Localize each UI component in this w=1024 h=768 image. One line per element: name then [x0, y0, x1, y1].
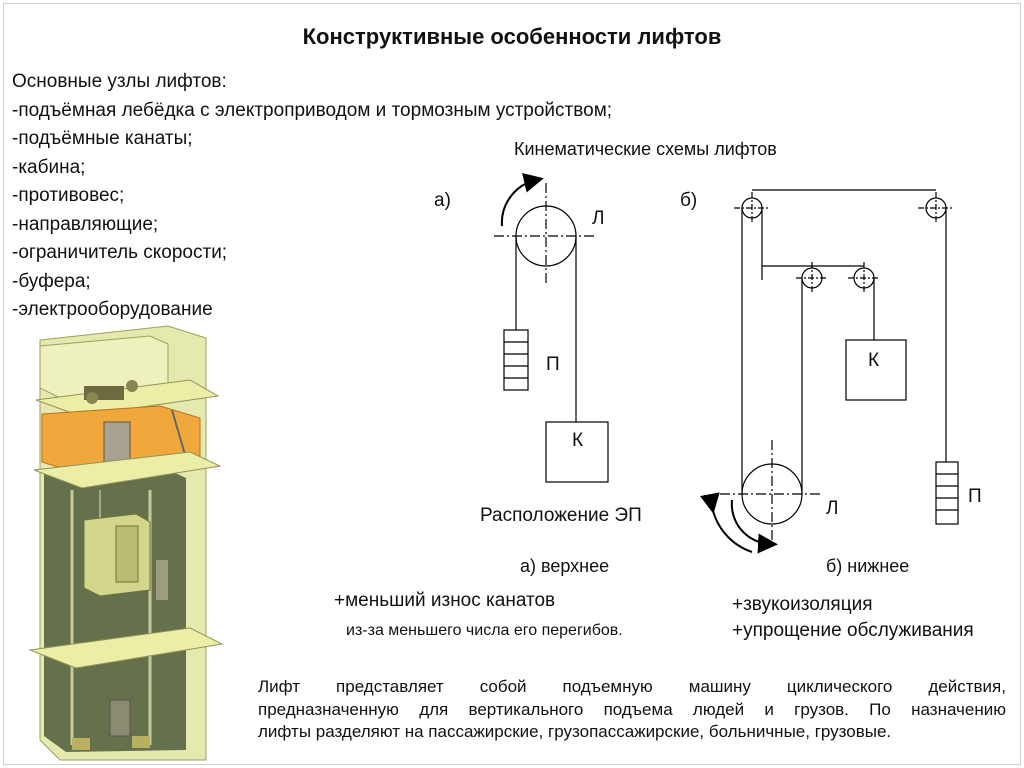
list-item: -подъёмные канаты; [12, 128, 193, 149]
description-line-2: предназначенную для вертикального подъем… [258, 699, 1006, 722]
top-drive-note: из-за меньшего числа его перегибов. [346, 622, 623, 639]
list-item: -противовес; [12, 185, 125, 206]
list-item: -направляющие; [12, 213, 159, 235]
word: и [764, 699, 774, 719]
drive-location-title: Расположение ЭП [480, 505, 642, 526]
rotation-arrow-b [699, 492, 753, 553]
word: подъема [603, 699, 673, 719]
winch-drum [86, 392, 98, 404]
word: циклического [786, 677, 893, 696]
scheme-b-tag: б) [680, 190, 698, 211]
cabin-b [845, 339, 907, 401]
counterweight-b [935, 461, 959, 525]
counterweight-label-a: П [546, 354, 560, 375]
machine-room-floor [35, 379, 220, 417]
pulley-label-a: Л [592, 208, 605, 229]
cabin-door [115, 525, 139, 583]
counterweight-a [503, 329, 529, 391]
scheme-a-tag: а) [434, 190, 451, 211]
rotation-arrow-b-inner [730, 499, 778, 554]
list-item: -подъёмная лебёдка с электроприводом и т… [12, 99, 613, 121]
slide-title: Конструктивные особенности лифтов [302, 24, 722, 49]
floor-slab [33, 451, 222, 489]
word: подъемную [562, 677, 653, 696]
winch-pulley [126, 380, 138, 392]
bottom-drive-advantage-2: +упрощение обслуживания [732, 620, 974, 641]
list-item: -буфера; [12, 270, 91, 292]
floor-slab [28, 627, 224, 669]
word: Лифт [258, 677, 301, 696]
elevator-description: Лифт представляет собой подъемную машину… [258, 676, 1006, 744]
bottom-drive-advantage-1: +звукоизоляция [732, 594, 873, 615]
counterweight-label-b: П [968, 486, 982, 507]
word: назначению [911, 699, 1006, 719]
pulley-label-b: Л [826, 498, 839, 519]
description-line-1: Лифт представляет собой подъемную машину… [258, 676, 1006, 699]
word: По [869, 699, 891, 719]
word: предназначенную [258, 699, 399, 719]
word: грузов. [794, 699, 849, 719]
list-item: -электрооборудование [12, 299, 213, 320]
cabin-a [545, 421, 609, 483]
pit-door [109, 699, 131, 737]
top-drive-advantage: +меньший износ канатов [334, 590, 556, 611]
list-item: -кабина; [12, 156, 86, 178]
machine-room-door [103, 421, 131, 467]
buffer [72, 738, 90, 750]
description-line-3: лифты разделяют на пассажирские, грузопа… [258, 722, 892, 741]
drive-bottom-label: б) нижнее [826, 556, 910, 576]
slide-frame [3, 3, 1021, 765]
word: представляет [336, 677, 444, 696]
word: людей [692, 699, 745, 719]
buffer [132, 736, 150, 748]
word: машину [688, 677, 751, 696]
cabin-label-a: К [572, 430, 584, 451]
ladder [171, 409, 187, 459]
elevator-components-list: Основные узлы лифтов: -подъёмная лебёдка… [12, 68, 612, 325]
rotation-arrow-a [500, 172, 544, 227]
cabin-label-b: К [868, 350, 880, 371]
drive-top-label: а) верхнее [520, 556, 610, 576]
word: собой [479, 677, 527, 696]
word: вертикального [468, 699, 584, 719]
list-item: -ограничитель скорости; [12, 242, 228, 263]
word: действия, [928, 677, 1006, 696]
counterweight [156, 560, 168, 600]
list-heading: Основные узлы лифтов: [12, 71, 227, 92]
schemes-title: Кинематические схемы лифтов [514, 139, 777, 159]
word: для [419, 699, 449, 719]
